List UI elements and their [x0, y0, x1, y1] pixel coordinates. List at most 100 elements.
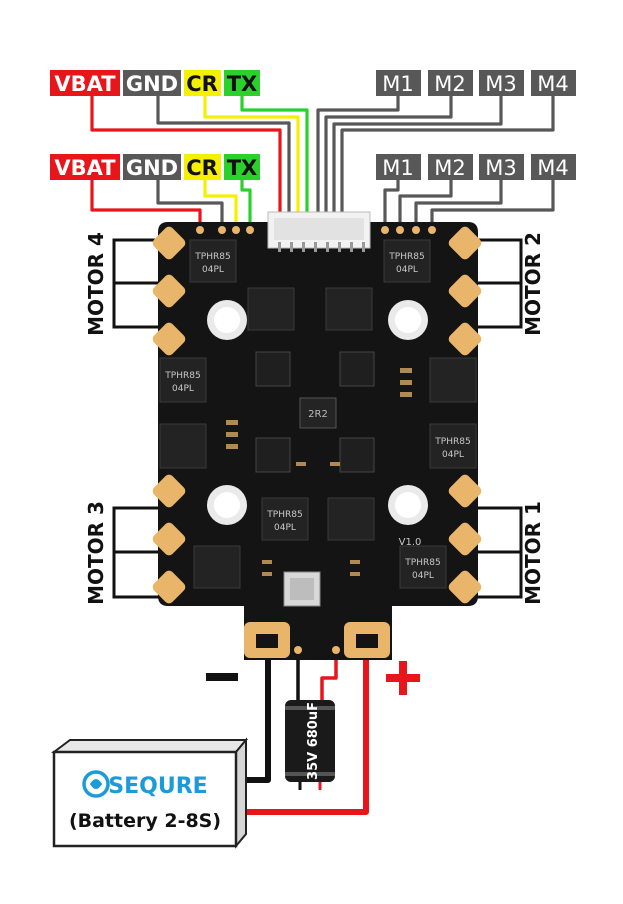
passives	[226, 368, 412, 576]
wire-m2-mid	[398, 180, 453, 224]
mounting-holes	[207, 300, 428, 525]
tag-m1-top-text: M1	[382, 72, 413, 96]
wire-gnd-mid	[156, 180, 224, 224]
plus-sign	[386, 661, 420, 695]
sequre-logo-icon	[82, 770, 110, 798]
tag-m4-mid-text: M4	[537, 156, 568, 180]
pad-m2-a	[448, 226, 482, 260]
tag-cr-top-text: CR	[186, 72, 218, 96]
pad-m1-b	[448, 522, 482, 556]
capacitor-label: 35V 680uF	[306, 702, 321, 780]
pad-m2-c	[448, 322, 482, 356]
motor-brackets	[112, 238, 523, 599]
wire-cr-mid	[203, 180, 238, 224]
chip-label-e: TPHR85	[266, 510, 302, 520]
wire-m1-mid	[383, 180, 400, 224]
wire-cap-pos	[320, 650, 338, 700]
tag-m4-top-text: M4	[537, 72, 568, 96]
capacitor-body	[285, 700, 335, 782]
tag-tx-top	[224, 70, 260, 96]
pad-m4-a	[152, 226, 186, 260]
esc-board: TPHR85 04PL TPHR85 04PL TPHR85 04PL TPHR…	[158, 211, 478, 660]
capacitor: 35V 680uF	[285, 700, 335, 782]
pad-m3-c	[152, 570, 186, 604]
tag-m2-top	[428, 70, 473, 96]
inductor	[299, 397, 337, 429]
tag-cr-top	[184, 70, 221, 96]
chip-label-d-sub: 04PL	[442, 450, 464, 460]
labels-top-row: VBAT GND CR TX M1 M2 M3 M4	[50, 70, 576, 96]
chip-label-b: TPHR85	[388, 252, 424, 262]
mosfet-labels: TPHR85 04PL TPHR85 04PL TPHR85 04PL TPHR…	[164, 252, 470, 581]
pad-m2-b	[448, 274, 482, 308]
tag-cr-mid	[184, 154, 221, 180]
labels-mid-row: VBAT GND CR TX M1 M2 M3 M4	[50, 154, 576, 180]
inductor-label: 2R2	[308, 409, 328, 420]
wire-vbat-mid	[90, 180, 202, 224]
chip-label-f: TPHR85	[404, 558, 440, 568]
tag-vbat-mid-text: VBAT	[54, 156, 116, 180]
tag-vbat-mid	[50, 154, 120, 180]
wire-cr-top	[203, 96, 300, 213]
tag-m1-mid	[376, 154, 421, 180]
tag-vbat-top	[50, 70, 120, 96]
wires-mid	[90, 180, 555, 224]
tag-m4-top	[531, 70, 576, 96]
wire-gnd-top	[156, 96, 291, 213]
board-version: V1.0	[399, 537, 422, 548]
minus-sign	[206, 673, 238, 681]
pad-m4-b	[152, 274, 186, 308]
wire-m1-top	[316, 96, 400, 213]
motor1-label: MOTOR 1	[521, 501, 545, 605]
tag-m2-top-text: M2	[434, 72, 465, 96]
chip-label-c-sub: 04PL	[172, 384, 194, 394]
tag-m3-mid-text: M3	[485, 156, 516, 180]
tag-gnd-top	[123, 70, 181, 96]
tag-tx-mid-text: TX	[227, 156, 258, 180]
chip-label-c: TPHR85	[164, 371, 200, 381]
battery-label: (Battery 2-8S)	[69, 810, 221, 832]
wire-tx-top	[240, 96, 309, 213]
tag-m1-mid-text: M1	[382, 156, 413, 180]
tag-vbat-top-text: VBAT	[54, 72, 116, 96]
wire-positive	[241, 650, 369, 815]
signal-pads	[196, 226, 436, 234]
tag-m3-top-text: M3	[485, 72, 516, 96]
motor-labels: MOTOR 4 MOTOR 3 MOTOR 2 MOTOR 1	[84, 232, 545, 605]
motor2-label: MOTOR 2	[521, 232, 545, 336]
pad-m3-b	[152, 522, 186, 556]
chip-label-b-sub: 04PL	[396, 265, 418, 275]
tag-m2-mid-text: M2	[434, 156, 465, 180]
wire-negative	[241, 650, 271, 783]
pad-m4-c	[152, 322, 186, 356]
tag-m3-top	[479, 70, 524, 96]
driver-ics	[255, 351, 375, 473]
battery-brand: SEQURE	[108, 774, 207, 799]
battery-body	[52, 750, 238, 848]
wire-m2-top	[324, 96, 453, 213]
chip-label-a-sub: 04PL	[202, 265, 224, 275]
battery: SEQURE (Battery 2-8S)	[51, 737, 249, 849]
wire-tx-mid	[240, 180, 252, 224]
tag-cr-mid-text: CR	[186, 156, 218, 180]
wire-m4-top	[340, 96, 555, 213]
wire-vbat-top	[90, 96, 282, 213]
wire-m4-mid	[430, 180, 555, 224]
mosfet-chips	[159, 239, 477, 589]
power-wires	[241, 650, 369, 815]
tag-m4-mid	[531, 154, 576, 180]
wire-m3-top	[332, 96, 503, 213]
tag-gnd-mid-text: GND	[126, 156, 178, 180]
tag-m1-top	[376, 70, 421, 96]
motor4-label: MOTOR 4	[84, 232, 108, 336]
tag-tx-mid	[224, 154, 260, 180]
chip-label-a: TPHR85	[194, 252, 230, 262]
tag-m2-mid	[428, 154, 473, 180]
wires-top	[90, 96, 555, 213]
tag-m3-mid	[479, 154, 524, 180]
pad-m1-a	[448, 474, 482, 508]
motor-pads	[152, 226, 482, 604]
tag-gnd-top-text: GND	[126, 72, 178, 96]
tag-tx-top-text: TX	[227, 72, 258, 96]
pad-m3-a	[152, 474, 186, 508]
